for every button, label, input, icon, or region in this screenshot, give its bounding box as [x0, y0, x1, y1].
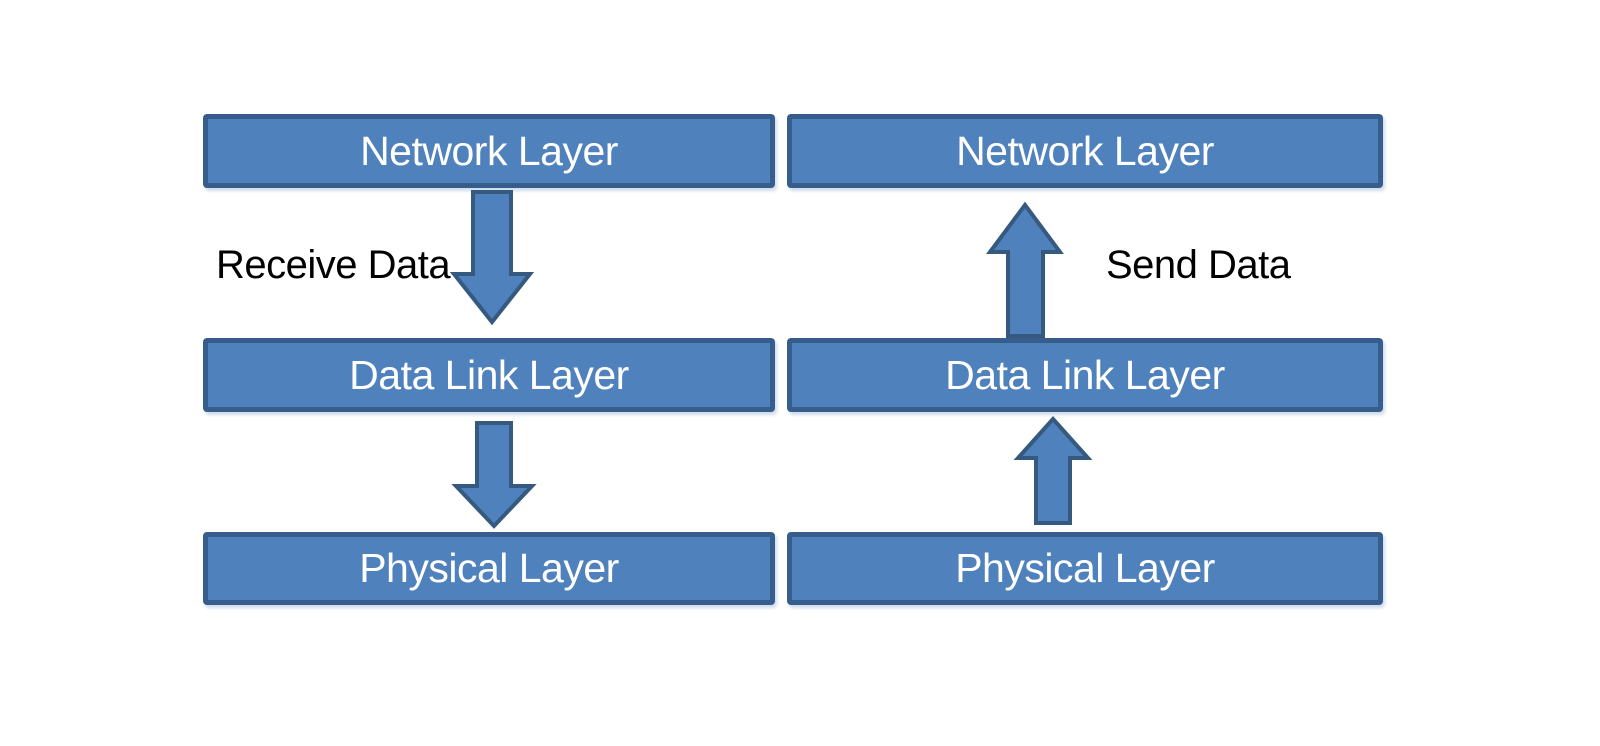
send-network-layer-label: Network Layer — [956, 127, 1214, 174]
receive-network-layer-box: Network Layer — [203, 114, 775, 188]
send-physical-layer-label: Physical Layer — [955, 545, 1215, 591]
up-arrow-icon — [986, 201, 1064, 338]
send-network-layer-box: Network Layer — [787, 114, 1383, 188]
receive-physical-layer-box: Physical Layer — [203, 532, 775, 605]
up-arrow-icon — [1013, 416, 1093, 525]
down-arrow-icon — [451, 421, 537, 529]
receive-network-layer-label: Network Layer — [360, 127, 618, 174]
send-data-label: Send Data — [1106, 243, 1291, 287]
receive-data-label: Receive Data — [216, 243, 451, 287]
send-data-link-layer-box: Data Link Layer — [787, 338, 1383, 412]
send-physical-layer-box: Physical Layer — [787, 532, 1383, 605]
down-arrow-icon — [449, 190, 535, 326]
receive-data-link-layer-box: Data Link Layer — [203, 338, 775, 412]
receive-physical-layer-label: Physical Layer — [359, 545, 619, 591]
send-data-link-layer-label: Data Link Layer — [945, 351, 1225, 398]
receive-data-link-layer-label: Data Link Layer — [349, 351, 629, 398]
